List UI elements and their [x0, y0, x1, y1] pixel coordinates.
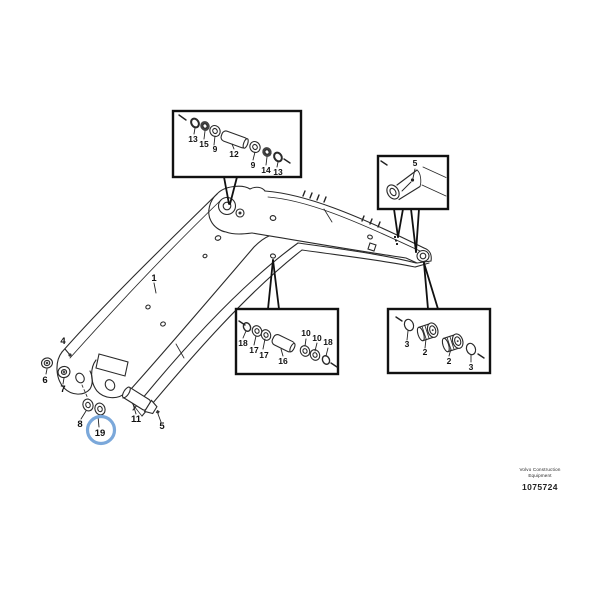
part-label-9[interactable]: 9: [251, 160, 256, 170]
part-5-grease-fitting: [410, 178, 415, 182]
part-label-2[interactable]: 2: [447, 356, 452, 366]
callout-box-bottom-middle: [234, 259, 340, 376]
part-label-13[interactable]: 13: [273, 167, 283, 177]
part-4-bolt: [64, 348, 72, 357]
foot-pin-parts: [40, 282, 162, 446]
part-label-17[interactable]: 17: [259, 350, 269, 360]
boom-drawing: [56, 185, 432, 417]
part-label-6[interactable]: 6: [42, 375, 47, 386]
part-label-7[interactable]: 7: [60, 384, 65, 395]
part-label-8[interactable]: 8: [77, 419, 82, 430]
brand-text: Volvo Construction Equipment: [498, 467, 582, 478]
part-label-16[interactable]: 16: [278, 356, 288, 366]
part-19-washer: [94, 402, 106, 416]
document-number: 1075724: [522, 482, 558, 492]
part-3-seal: [403, 318, 415, 332]
callout-box-top-right: [376, 154, 450, 253]
callout-box-top-left: [171, 109, 303, 205]
callout-box-bottom-right: [386, 262, 492, 375]
part-6-washer: [40, 357, 54, 369]
boom-clamp-ticks: [302, 190, 381, 228]
part-label-11[interactable]: 11: [131, 414, 142, 425]
highlight-circle-part-19[interactable]: [85, 414, 117, 446]
boom-tube-detail: [386, 166, 447, 201]
part-11-pin: [121, 386, 160, 415]
part-17-washer: [260, 329, 272, 341]
part-label-15[interactable]: 15: [199, 139, 209, 149]
part-5-grease-fitting: [155, 409, 160, 415]
part-2-bushing: [441, 333, 464, 353]
part-16-pin: [271, 334, 296, 353]
part-9-washer: [209, 124, 221, 138]
part-9-washer: [249, 140, 261, 154]
footer: Volvo Construction Equipment 1075724: [498, 467, 582, 492]
brand-line2: Equipment: [528, 472, 552, 478]
part-label-1[interactable]: 1: [151, 273, 157, 284]
part-10-washer: [309, 349, 321, 361]
part-label-10[interactable]: 10: [301, 328, 311, 338]
part-label-19[interactable]: 19: [95, 428, 106, 439]
part-label-13[interactable]: 13: [188, 134, 198, 144]
part-8-washer: [82, 398, 94, 412]
part-3-seal: [465, 342, 477, 356]
part-label-5[interactable]: 5: [413, 158, 418, 168]
part-label-10[interactable]: 10: [312, 333, 322, 343]
boom-foot-clevis: [56, 351, 129, 402]
grease-point-dots: [394, 236, 398, 245]
part-15-washer: [200, 121, 210, 131]
part-label-2[interactable]: 2: [423, 347, 428, 357]
boom-detail-holes: [145, 208, 377, 359]
part-label-4[interactable]: 4: [60, 336, 66, 347]
part-label-12[interactable]: 12: [229, 149, 239, 159]
part-label-9[interactable]: 9: [213, 144, 218, 154]
part-14-washer: [262, 147, 272, 157]
part-18-oring: [321, 355, 331, 365]
part-label-18[interactable]: 18: [323, 337, 333, 347]
part-label-3[interactable]: 3: [405, 339, 410, 349]
part-label-14[interactable]: 14: [261, 165, 271, 175]
part-13-ring: [273, 151, 283, 163]
part-label-5[interactable]: 5: [159, 421, 165, 432]
part-17-washer: [251, 325, 263, 337]
part-label-17[interactable]: 17: [249, 345, 259, 355]
part-7-washer: [57, 365, 71, 379]
part-10-washer: [299, 345, 311, 357]
part-13-ring: [190, 117, 200, 129]
main-leader-lines: [45, 282, 162, 428]
part-label-18[interactable]: 18: [238, 338, 248, 348]
part-2-bushing: [416, 322, 439, 342]
part-label-3[interactable]: 3: [469, 362, 474, 372]
brand-line1: Volvo Construction: [519, 467, 561, 472]
part-18-oring: [242, 322, 252, 332]
boom-tip-boss: [416, 249, 430, 263]
